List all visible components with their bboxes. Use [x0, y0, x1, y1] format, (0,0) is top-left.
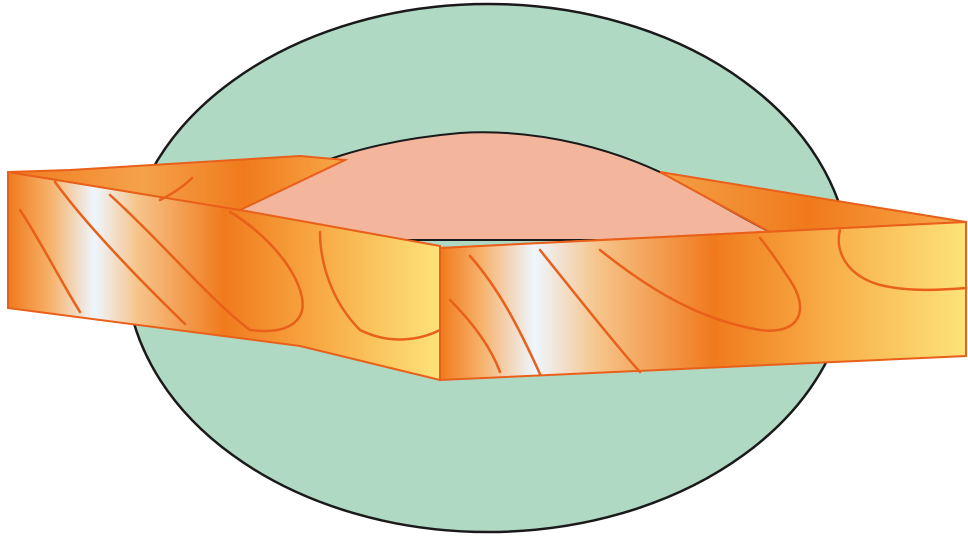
board-right-face	[440, 222, 966, 380]
